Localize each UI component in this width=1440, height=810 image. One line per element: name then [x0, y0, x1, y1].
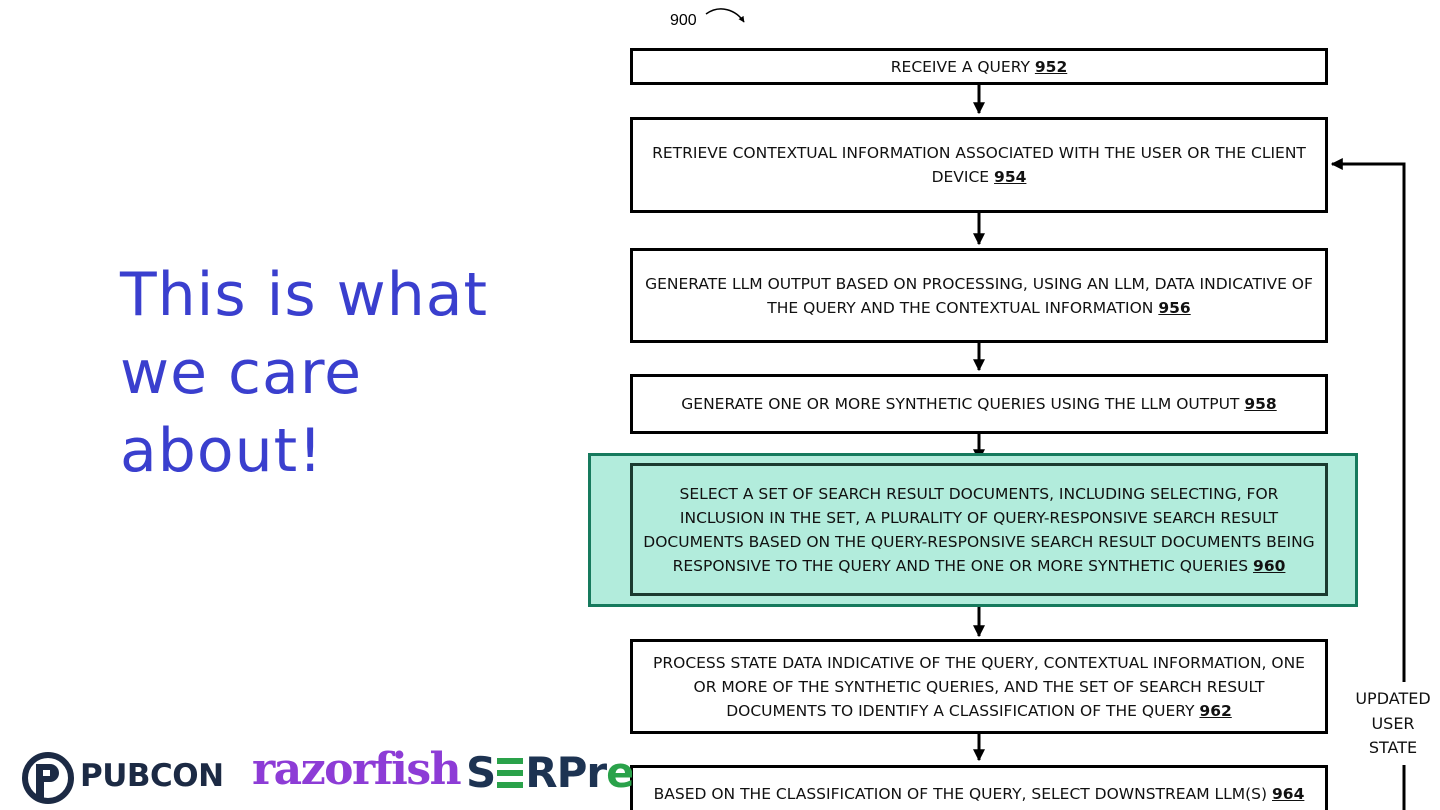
serp-equals-icon: [497, 758, 524, 788]
step-954: RETRIEVE CONTEXTUAL INFORMATION ASSOCIAT…: [630, 117, 1328, 213]
headline: This is what we care about!: [120, 260, 489, 486]
highlight-panel: [588, 453, 1358, 607]
razorfish-logo: razorfish: [252, 746, 462, 795]
step-960: SELECT A SET OF SEARCH RESULT DOCUMENTS,…: [630, 463, 1328, 596]
pubcon-logo-text: PUBCON: [80, 758, 224, 794]
updated-user-state-label: UPDATED USER STATE: [1355, 689, 1431, 757]
step-958: GENERATE ONE OR MORE SYNTHETIC QUERIES U…: [630, 374, 1328, 434]
step-962: PROCESS STATE DATA INDICATIVE OF THE QUE…: [630, 639, 1328, 734]
figure-label: 900: [670, 12, 697, 29]
step-956: GENERATE LLM OUTPUT BASED ON PROCESSING,…: [630, 248, 1328, 343]
figure-label-arrow: [705, 8, 745, 23]
step-952: RECEIVE A QUERY 952: [630, 48, 1328, 85]
pubcon-logo-icon: [22, 752, 74, 804]
step-964: BASED ON THE CLASSIFICATION OF THE QUERY…: [630, 765, 1328, 810]
feedback-loop-line: [1330, 158, 1406, 682]
